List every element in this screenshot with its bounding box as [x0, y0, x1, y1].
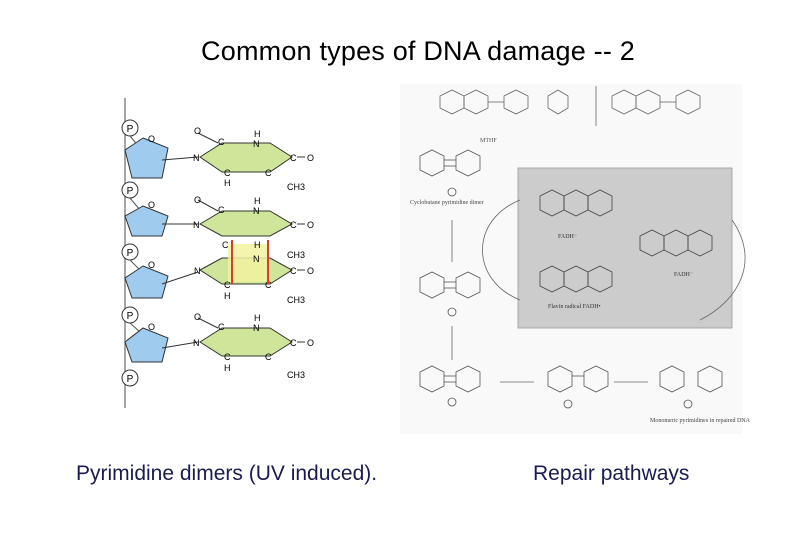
svg-text:N: N [253, 139, 260, 149]
svg-text:MTHF: MTHF [480, 138, 497, 144]
monomer-structures [547, 365, 723, 409]
dimer-structure [419, 149, 481, 197]
svg-text:C: C [290, 153, 297, 163]
base-1 [199, 142, 293, 173]
nucleotide-1: P O O C H N C O N C C H CH3 [121, 119, 314, 192]
caption-pyrimidine-dimers: Pyrimidine dimers (UV induced). [76, 462, 378, 485]
svg-text:C: C [265, 168, 272, 178]
svg-text:O: O [194, 195, 201, 205]
svg-text:O: O [148, 322, 155, 332]
sugar-4 [124, 327, 169, 363]
svg-text:CH3: CH3 [287, 370, 305, 380]
phosphate-5 [121, 369, 139, 387]
svg-text:C: C [224, 352, 231, 362]
svg-text:P: P [127, 311, 134, 322]
svg-text:N: N [193, 220, 200, 230]
svg-text:H: H [254, 196, 261, 206]
mthf-structure [439, 86, 701, 126]
svg-text:O: O [148, 200, 155, 210]
svg-text:O: O [194, 126, 201, 136]
svg-text:Monomeric pyrimidines in repai: Monomeric pyrimidines in repaired DNA [650, 418, 751, 424]
svg-text:O: O [148, 134, 155, 144]
svg-text:H: H [224, 178, 231, 188]
svg-text:FADH⁻: FADH⁻ [674, 272, 693, 278]
svg-text:O: O [307, 153, 314, 163]
svg-text:C: C [222, 240, 229, 250]
svg-text:C: C [218, 137, 225, 147]
fadh-structure [539, 189, 713, 293]
sugar-1 [124, 137, 169, 179]
nucleotide-2: P O O C H N C O N [121, 181, 314, 237]
svg-text:CH3: CH3 [287, 250, 305, 260]
svg-text:H: H [224, 363, 231, 373]
svg-text:C: C [224, 168, 231, 178]
dimer-structure-2 [419, 271, 481, 317]
svg-text:C: C [290, 266, 297, 276]
cyclobutane-ring: C H N CH3 [222, 240, 305, 284]
svg-text:N: N [194, 266, 201, 276]
svg-text:H: H [254, 240, 261, 250]
sugar-3 [124, 265, 169, 299]
svg-text:C: C [290, 220, 297, 230]
svg-text:Cyclobutane pyrimidine dimer: Cyclobutane pyrimidine dimer [410, 200, 484, 206]
svg-text:C: C [290, 338, 297, 348]
svg-text:C: C [265, 280, 272, 290]
svg-text:O: O [307, 220, 314, 230]
base-2 [198, 210, 294, 237]
svg-text:CH3: CH3 [287, 295, 305, 305]
svg-text:C: C [218, 322, 225, 332]
dimer-highlight [228, 244, 268, 282]
slide-title: Common types of DNA damage -- 2 [201, 36, 635, 66]
nucleotide-4: P O O C H N C O N C C H CH3 [121, 306, 314, 380]
svg-text:P: P [127, 248, 134, 259]
base-4 [199, 327, 293, 357]
svg-text:O: O [307, 338, 314, 348]
svg-text:N: N [253, 254, 260, 264]
svg-text:N: N [253, 323, 260, 333]
svg-text:P: P [127, 186, 134, 197]
svg-text:P: P [127, 374, 134, 385]
svg-text:FADH⁻: FADH⁻ [558, 234, 577, 240]
svg-text:H: H [254, 313, 261, 323]
cycle-arrows [451, 199, 746, 383]
svg-text:C: C [224, 280, 231, 290]
dimer-structure-3 [419, 365, 481, 407]
svg-text:Flavin radical FADH•: Flavin radical FADH• [548, 304, 601, 310]
svg-text:H: H [224, 291, 231, 301]
svg-text:H: H [254, 129, 261, 139]
photolyase-panel [517, 167, 733, 329]
svg-text:O: O [307, 266, 314, 276]
caption-repair-pathways: Repair pathways [533, 462, 690, 485]
sugar-2 [124, 205, 169, 237]
svg-text:CH3: CH3 [287, 182, 305, 192]
svg-text:C: C [265, 352, 272, 362]
svg-text:N: N [253, 206, 260, 216]
svg-text:C: C [218, 205, 225, 215]
svg-text:N: N [193, 153, 200, 163]
svg-text:P: P [127, 124, 134, 135]
svg-text:O: O [194, 312, 201, 322]
svg-text:O: O [148, 260, 155, 270]
svg-text:N: N [193, 338, 200, 348]
